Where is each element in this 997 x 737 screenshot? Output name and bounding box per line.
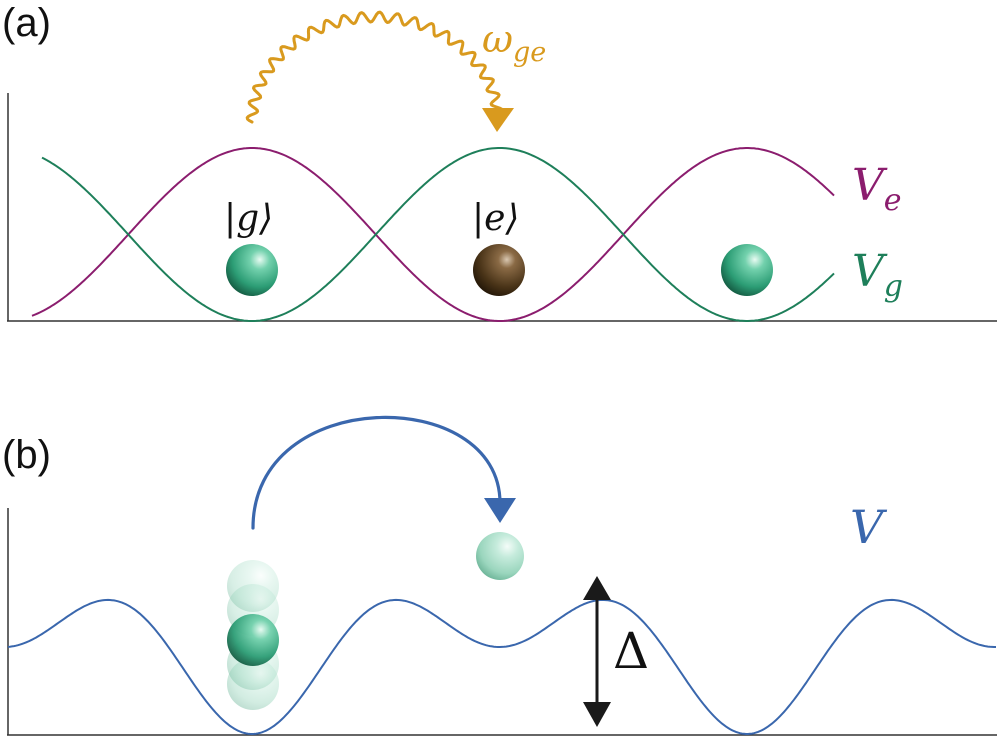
curve-v [7,598,996,736]
excited-state-label: |e⟩ [472,198,519,239]
delta-label: Δ [613,622,649,680]
tunneled-atom [476,532,524,580]
excited-state-atom [473,244,525,296]
panel-b-axes [7,508,997,736]
panel-a-label: (a) [2,1,51,45]
photon-wave-arrow [245,10,504,124]
photon-frequency-label: ωge [482,17,546,68]
oscillating-atom-stack [227,560,279,710]
ground-state-atom [226,244,278,296]
trapped-atom [227,614,279,666]
panel-b-label: (b) [2,433,51,477]
atom-ghost [227,658,279,710]
delta-double-arrow [583,576,611,727]
ground-state-atom [721,244,773,296]
photon-arrowhead [482,108,514,132]
hop-arrowhead [484,498,516,523]
curve-v-e-label: Ve [852,160,902,218]
curve-v-e [31,147,835,322]
hop-arrow [251,415,502,530]
curve-v-label: V [850,500,888,554]
curve-v-g [41,147,835,322]
curve-v-g-label: Vg [852,246,903,304]
ground-state-label: |g⟩ [224,198,273,239]
